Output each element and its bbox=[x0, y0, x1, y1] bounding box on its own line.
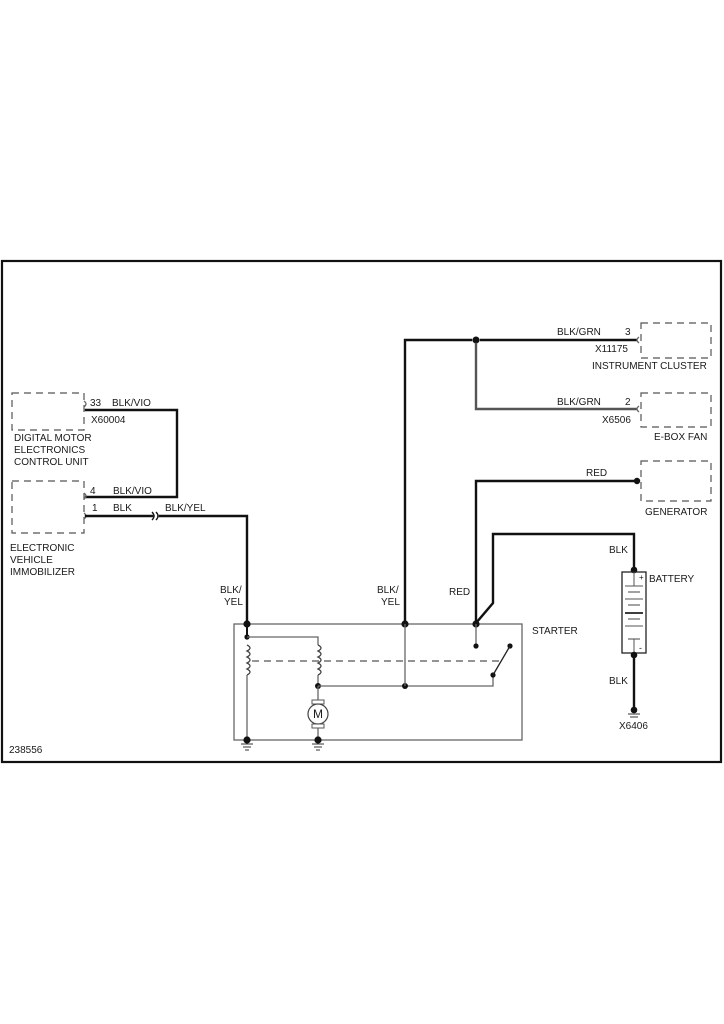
starter-mid-wire-line1: BLK/ bbox=[377, 585, 399, 596]
starter-mid-wire-line2: YEL bbox=[381, 597, 400, 608]
generator-name: GENERATOR bbox=[645, 507, 707, 518]
ground-x6406-icon bbox=[628, 706, 640, 718]
instrument-cluster-component: BLK/GRN 3 X11175 INSTRUMENT CLUSTER bbox=[557, 322, 712, 372]
starter-left-wire-line1: BLK/ bbox=[220, 585, 242, 596]
fan-connector-symbol bbox=[636, 405, 640, 413]
wire-blk-grn-fan bbox=[474, 342, 638, 411]
ews-name-line2: VEHICLE bbox=[10, 555, 53, 566]
wire-blk-vio bbox=[84, 408, 179, 499]
battery-component: + - BATTERY bbox=[621, 566, 695, 659]
battery-plus: + bbox=[639, 573, 644, 582]
starter-red-wire: RED bbox=[449, 587, 470, 598]
ews-wire-1: BLK bbox=[113, 503, 132, 514]
figure-id: 238556 bbox=[9, 745, 43, 756]
cluster-name: INSTRUMENT CLUSTER bbox=[592, 361, 707, 372]
instrument-cluster-box bbox=[640, 322, 712, 359]
generator-wire-color: RED bbox=[586, 468, 607, 479]
dme-wire-color: BLK/VIO bbox=[112, 398, 151, 409]
dme-name-line1: DIGITAL MOTOR bbox=[14, 433, 92, 444]
ebox-fan-component: BLK/GRN 2 X6506 E-BOX FAN bbox=[557, 392, 712, 443]
cluster-connector-id: X11175 bbox=[595, 344, 628, 355]
dme-name-line2: ELECTRONICS bbox=[14, 445, 85, 456]
ews-box bbox=[11, 480, 85, 534]
ews-pin-1: 1 bbox=[92, 503, 98, 514]
hold-in-coil-icon bbox=[245, 644, 251, 676]
wire-blk-yel-mid bbox=[403, 338, 473, 626]
battery-bottom-wire: BLK bbox=[609, 676, 628, 687]
diagram-frame bbox=[0, 259, 723, 764]
cluster-connector-symbol bbox=[636, 336, 640, 344]
fan-wire-color: BLK/GRN bbox=[557, 397, 601, 408]
ews-name-line1: ELECTRONIC bbox=[10, 543, 74, 554]
ews-connector-pin4 bbox=[83, 492, 87, 500]
inline-connector-icon bbox=[151, 511, 159, 521]
fan-pin: 2 bbox=[625, 397, 631, 408]
generator-box bbox=[640, 460, 712, 502]
wire-blk-yel-left bbox=[158, 514, 249, 626]
ews-pin-4: 4 bbox=[90, 486, 96, 497]
battery-minus: - bbox=[639, 643, 642, 653]
wire-red-generator bbox=[474, 479, 639, 626]
starter-box bbox=[233, 623, 523, 741]
ews-name-line3: IMMOBILIZER bbox=[10, 567, 75, 578]
cluster-wire-color: BLK/GRN bbox=[557, 327, 601, 338]
wire-blk-battery bbox=[474, 532, 636, 625]
dme-box bbox=[11, 392, 85, 431]
dme-name-line3: CONTROL UNIT bbox=[14, 457, 89, 468]
generator-component: RED GENERATOR bbox=[586, 460, 712, 518]
cluster-pin: 3 bbox=[625, 327, 631, 338]
battery-name: BATTERY bbox=[649, 574, 695, 585]
splice-dot bbox=[472, 336, 480, 344]
ground-icon-motor bbox=[312, 743, 324, 751]
fan-name: E-BOX FAN bbox=[654, 432, 707, 443]
switch-contact-fixed bbox=[473, 643, 479, 649]
ews-wire-after-splice: BLK/YEL bbox=[165, 503, 206, 514]
ground-id: X6406 bbox=[619, 721, 648, 732]
starter-name: STARTER bbox=[532, 626, 578, 637]
dme-pin: 33 bbox=[90, 398, 102, 409]
ground-icon-left bbox=[241, 743, 253, 751]
dme-connector-symbol bbox=[83, 400, 87, 408]
solenoid-switch-icon bbox=[492, 645, 511, 676]
fan-connector-id: X6506 bbox=[602, 415, 631, 426]
starter-left-wire-line2: YEL bbox=[224, 597, 243, 608]
generator-terminal-dot bbox=[633, 477, 641, 485]
battery-top-wire: BLK bbox=[609, 545, 628, 556]
dme-connector-id: X60004 bbox=[91, 415, 126, 426]
motor-label: M bbox=[313, 707, 323, 721]
ebox-fan-box bbox=[640, 392, 712, 428]
starter-component: STARTER M bbox=[233, 620, 578, 751]
pull-in-coil-icon bbox=[316, 644, 322, 676]
ews-wire-4: BLK/VIO bbox=[113, 486, 152, 497]
dme-component: 33 BLK/VIO X60004 DIGITAL MOTOR ELECTRON… bbox=[11, 392, 151, 468]
